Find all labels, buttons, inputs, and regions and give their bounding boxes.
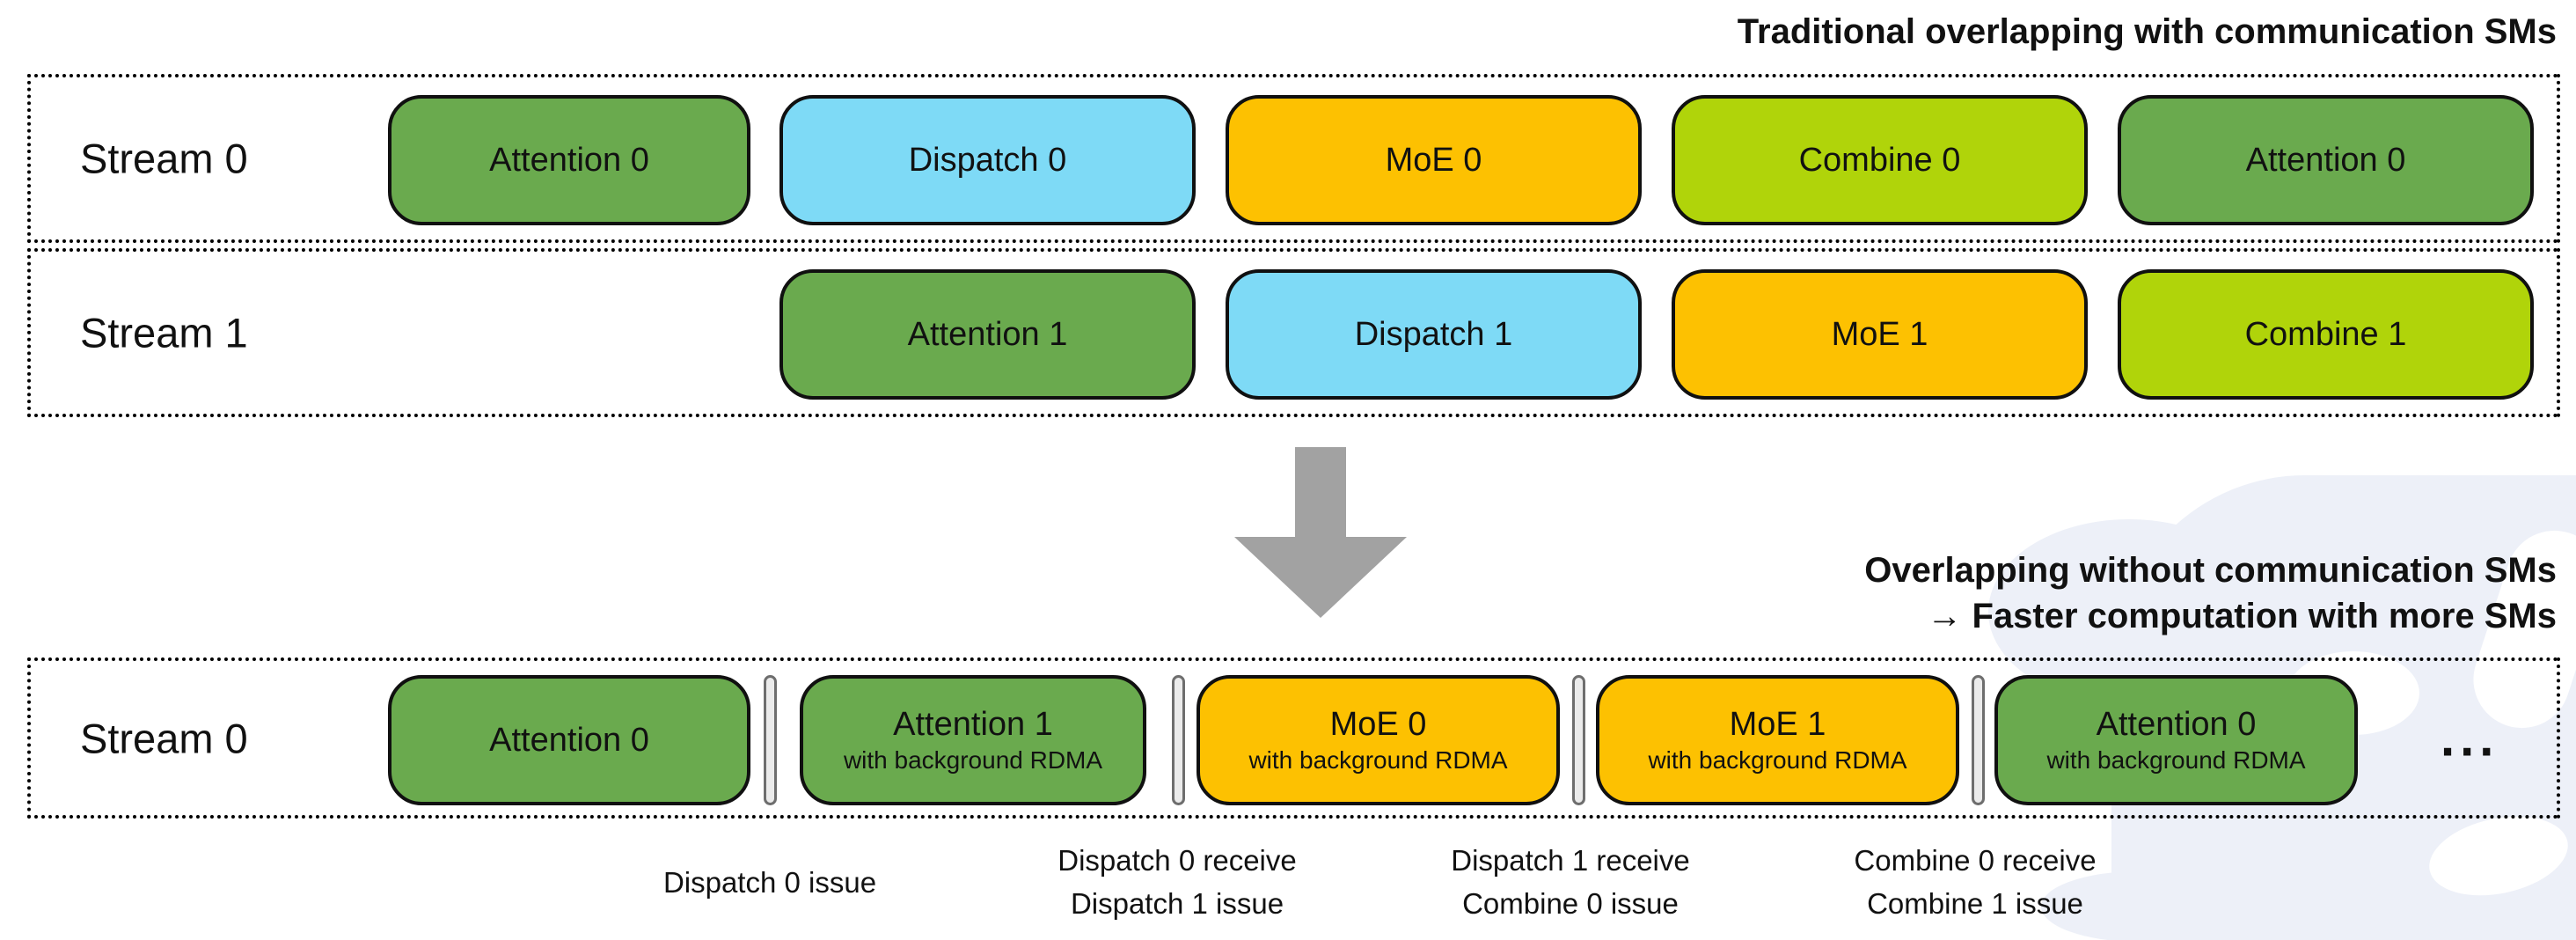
stream-0-label-bottom: Stream 0: [80, 715, 248, 761]
annotation-line: Dispatch 0 receive: [1057, 844, 1297, 877]
stream-separator-pill: [1172, 675, 1185, 805]
attention-1-block: Attention 1: [779, 269, 1196, 400]
block-label: Attention 1: [893, 706, 1053, 743]
block-label: Dispatch 0: [908, 142, 1067, 179]
block-sublabel: with background RDMA: [1248, 746, 1508, 774]
dispatch-0-block: Dispatch 0: [779, 95, 1196, 225]
annotation-line: Combine 0 receive: [1854, 844, 2097, 877]
continuation-ellipsis: ...: [2441, 709, 2499, 767]
block-label: Combine 0: [1798, 142, 1961, 179]
block-label: MoE 1: [1729, 706, 1826, 743]
stream-separator-pill: [1572, 675, 1585, 805]
moe-0-block: MoE 0: [1226, 95, 1642, 225]
stream-separator-pill: [1972, 675, 1985, 805]
moe-0-block: MoE 0 with background RDMA: [1197, 675, 1560, 805]
stream-0-lane-overlapped: Stream 0 ... Attention 0 Attention 1 with …: [27, 657, 2560, 819]
annotation-line: Combine 0 issue: [1462, 887, 1679, 920]
block-label: Attention 0: [2245, 142, 2406, 179]
block-sublabel: with background RDMA: [843, 746, 1103, 774]
block-label: Attention 0: [2096, 706, 2257, 743]
annotation-line: Dispatch 1 issue: [1070, 887, 1284, 920]
annotation-line: Dispatch 0 issue: [662, 865, 877, 899]
title-traditional-overlapping: Traditional overlapping with communicati…: [1737, 12, 2557, 51]
block-label: MoE 0: [1329, 706, 1427, 743]
combine-0-block: Combine 0: [1672, 95, 2088, 225]
attention-1-block: Attention 1 with background RDMA: [800, 675, 1146, 805]
title-overlap-line1: Overlapping without communication SMs: [1864, 551, 2557, 590]
block-label: Combine 1: [2244, 316, 2407, 353]
annotation-line: Combine 1 issue: [1867, 887, 2083, 920]
dispatch-1-block: Dispatch 1: [1226, 269, 1642, 400]
down-arrow-stem: [1295, 447, 1346, 539]
block-label: Dispatch 1: [1354, 316, 1513, 353]
attention-0-block: Attention 0 with background RDMA: [1994, 675, 2358, 805]
block-label: MoE 1: [1831, 316, 1928, 353]
title-overlap-line2: → Faster computation with more SMs: [1927, 597, 2557, 635]
attention-0-block: Attention 0: [388, 675, 750, 805]
stream-1-lane-traditional: Stream 1 Attention 1 Dispatch 1 MoE 1 Combi…: [27, 248, 2560, 417]
title-overlapping-without-sms: Overlapping without communication SMs → …: [1864, 547, 2557, 639]
stream-separator-pill: [764, 675, 777, 805]
down-arrow-head: [1234, 537, 1407, 618]
block-label: Attention 0: [489, 722, 649, 759]
moe-1-block: MoE 1: [1672, 269, 2088, 400]
moe-1-block: MoE 1 with background RDMA: [1596, 675, 1959, 805]
block-label: Attention 0: [489, 142, 649, 179]
block-label: Attention 1: [907, 316, 1068, 353]
block-sublabel: with background RDMA: [1648, 746, 1907, 774]
attention-0-block: Attention 0: [2118, 95, 2534, 225]
annotation-line: Dispatch 1 receive: [1451, 844, 1690, 877]
stream-1-label: Stream 1: [80, 309, 248, 356]
block-label: MoE 0: [1385, 142, 1482, 179]
stream-0-lane-traditional: Stream 0 Attention 0 Dispatch 0 MoE 0 Combi…: [27, 74, 2560, 243]
combine-1-block: Combine 1: [2118, 269, 2534, 400]
block-sublabel: with background RDMA: [2046, 746, 2306, 774]
annotation-dispatch-0-issue: Dispatch 0 issue: [663, 838, 876, 926]
stream-0-label: Stream 0: [80, 135, 248, 182]
attention-0-block: Attention 0: [388, 95, 750, 225]
